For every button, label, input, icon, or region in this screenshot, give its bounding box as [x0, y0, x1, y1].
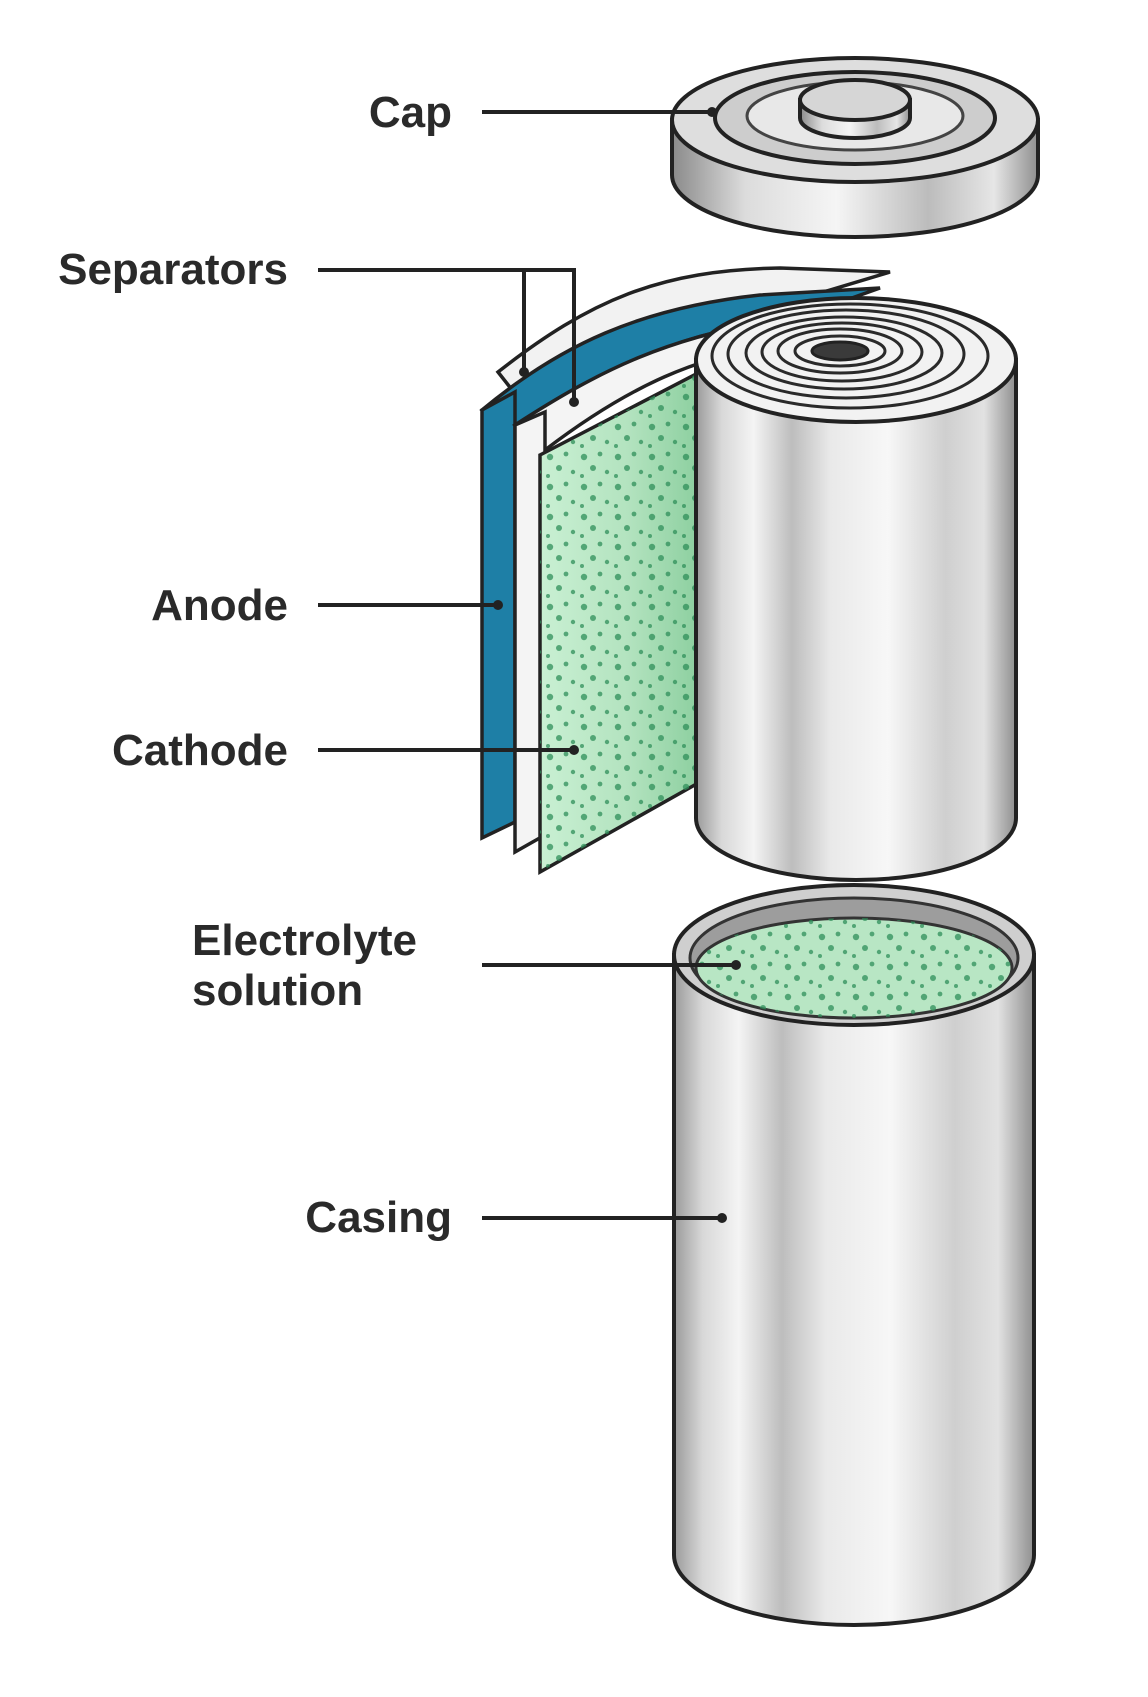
label-cathode: Cathode: [112, 726, 288, 775]
casing-part: [672, 883, 1036, 1627]
label-separators: Separators: [58, 245, 288, 294]
electrode-sheets: [479, 266, 891, 875]
label-electrolyte-line1: Electrolyte: [192, 916, 417, 965]
cap-part: [670, 56, 1040, 239]
leader-lines: [318, 110, 736, 1220]
electrode-roll: [694, 296, 1018, 882]
leader-dots: [493, 367, 741, 1223]
label-electrolyte-line2: solution: [192, 966, 363, 1015]
label-anode: Anode: [151, 581, 288, 630]
label-cap: Cap: [369, 88, 452, 137]
label-casing: Casing: [305, 1193, 452, 1242]
